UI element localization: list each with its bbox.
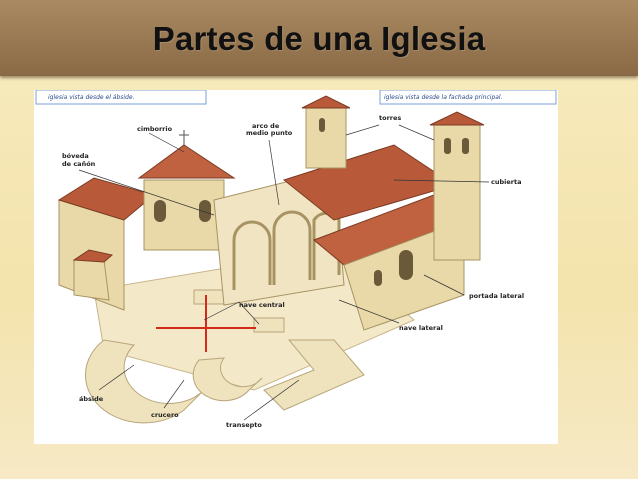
tower-window — [444, 138, 451, 154]
label-portada-lateral: portada lateral — [469, 292, 524, 300]
label-nave-lateral: nave lateral — [399, 324, 443, 332]
tower-left — [305, 107, 347, 169]
tower-window — [462, 138, 469, 154]
label-torres: torres — [379, 114, 401, 122]
label-arco: arco de — [252, 122, 280, 130]
roof-small — [72, 249, 114, 263]
caption-left: iglesia vista desde el ábside. — [48, 94, 135, 101]
tower-right — [433, 124, 481, 261]
label-cubierta: cubierta — [491, 178, 521, 186]
arch-2 — [272, 210, 312, 285]
window — [374, 270, 382, 286]
transept-arm — [192, 357, 263, 402]
pillar-base — [193, 289, 225, 305]
leader-lines — [78, 124, 490, 421]
label-boveda: bóveda — [62, 152, 89, 160]
window — [199, 200, 211, 222]
label-transepto: transepto — [226, 421, 262, 429]
label-boveda-2: de cañón — [62, 160, 96, 168]
slide-header-bar — [0, 0, 638, 76]
church-illustration: iglesia vista desde el ábside. iglesia v… — [34, 90, 558, 444]
wall-section — [73, 259, 110, 301]
caption-box-right — [379, 90, 557, 105]
tower-window — [319, 118, 325, 132]
slide-title: Partes de una Iglesia — [152, 20, 486, 57]
pillar-base — [253, 317, 285, 333]
tower-left-roof — [301, 95, 351, 109]
tower-right-roof — [429, 111, 485, 126]
church-drawing: iglesia vista desde el ábside. iglesia v… — [35, 90, 557, 429]
arch-1 — [232, 220, 272, 290]
apse-wall — [85, 339, 205, 424]
lateral-portal — [399, 250, 413, 280]
label-nave-central: nave central — [239, 301, 285, 309]
transept-wall — [263, 339, 365, 411]
label-crucero: crucero — [151, 411, 179, 419]
label-cimborrio: cimborrio — [137, 125, 173, 133]
caption-box-left — [35, 90, 207, 105]
cimborrio-roof — [137, 144, 236, 179]
caption-right: iglesia vista desde la fachada principal… — [384, 94, 503, 101]
window — [154, 200, 166, 222]
label-arco-2: medio punto — [246, 129, 293, 137]
label-abside: ábside — [79, 395, 104, 403]
